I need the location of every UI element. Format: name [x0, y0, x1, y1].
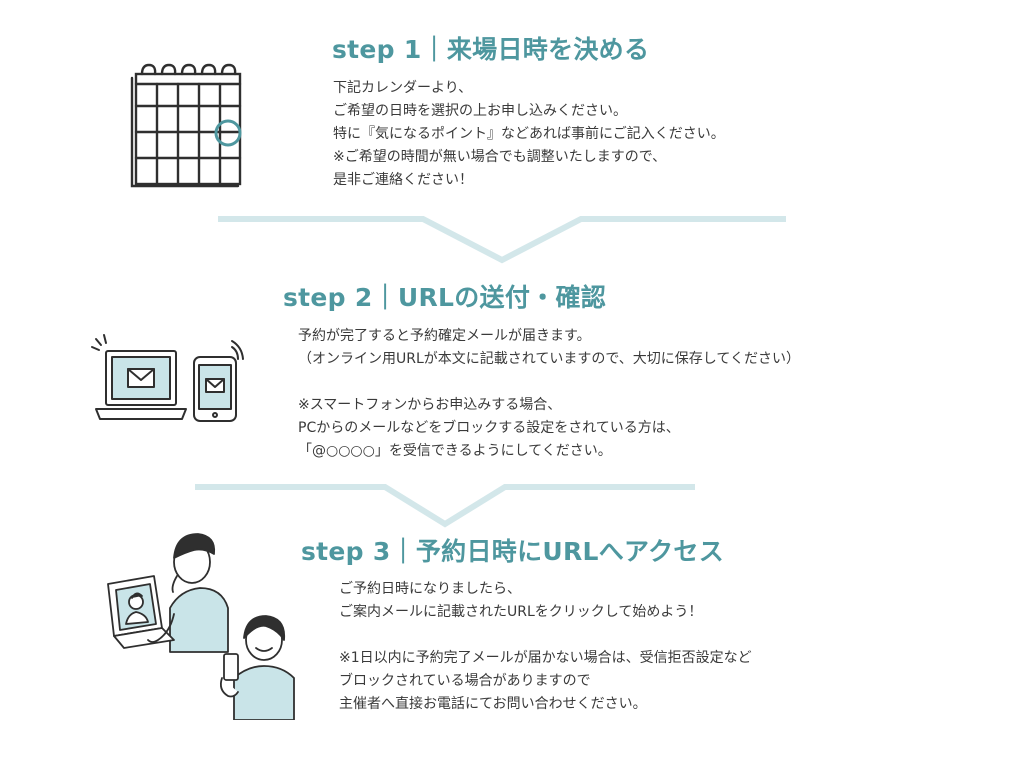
step-2-line: 「@○○○○」を受信できるようにしてください。 — [298, 443, 612, 459]
step-2-title: step 2｜URLの送付・確認 — [283, 283, 607, 312]
step-2-line: （オンライン用URLが本文に記載されていますので、大切に保存してください） — [298, 351, 800, 367]
step-3-description: ご予約日時になりましたら、 ご案内メールに記載されたURLをクリックして始めよう… — [339, 578, 752, 716]
step-1-line: ※ご希望の時間が無い場合でも調整いたしますので、 — [333, 149, 667, 165]
step-1-description: 下記カレンダーより、 ご希望の日時を選択の上お申し込みください。 特に『気になる… — [333, 77, 725, 192]
step-2-line: PCからのメールなどをブロックする設定をされている方は、 — [298, 420, 680, 436]
step-3-line: ブロックされている場合がありますので — [339, 673, 591, 689]
step-divider-arrow — [218, 216, 786, 264]
step-2-line — [298, 371, 800, 394]
step-3-line: 主催者へ直接お電話にてお問い合わせください。 — [339, 696, 647, 712]
step-divider-arrow — [195, 484, 695, 528]
step-3-line — [339, 624, 752, 647]
step-1-line: 下記カレンダーより、 — [333, 80, 473, 96]
step-3-line: ※1日以内に予約完了メールが届かない場合は、受信拒否設定など — [339, 650, 752, 666]
step-3-line: ご予約日時になりましたら、 — [339, 581, 521, 597]
step-1-line: ご希望の日時を選択の上お申し込みください。 — [333, 103, 627, 119]
step-1-line: 特に『気になるポイント』などあれば事前にご記入ください。 — [333, 126, 725, 142]
step-1-line: 是非ご連絡ください！ — [333, 172, 473, 188]
step-2-line: ※スマートフォンからお申込みする場合、 — [298, 397, 562, 413]
calendar-icon — [130, 63, 242, 188]
step-3-line: ご案内メールに記載されたURLをクリックして始めよう！ — [339, 604, 703, 620]
step-2-description: 予約が完了すると予約確定メールが届きます。 （オンライン用URLが本文に記載され… — [298, 325, 800, 463]
laptop-and-phone-mail-icon — [91, 334, 244, 422]
video-call-people-icon — [107, 533, 295, 720]
step-1-title: step 1｜来場日時を決める — [332, 35, 650, 64]
step-2-line: 予約が完了すると予約確定メールが届きます。 — [298, 328, 591, 344]
selected-date-marker — [214, 119, 242, 147]
step-3-title: step 3｜予約日時にURLへアクセス — [301, 537, 725, 566]
